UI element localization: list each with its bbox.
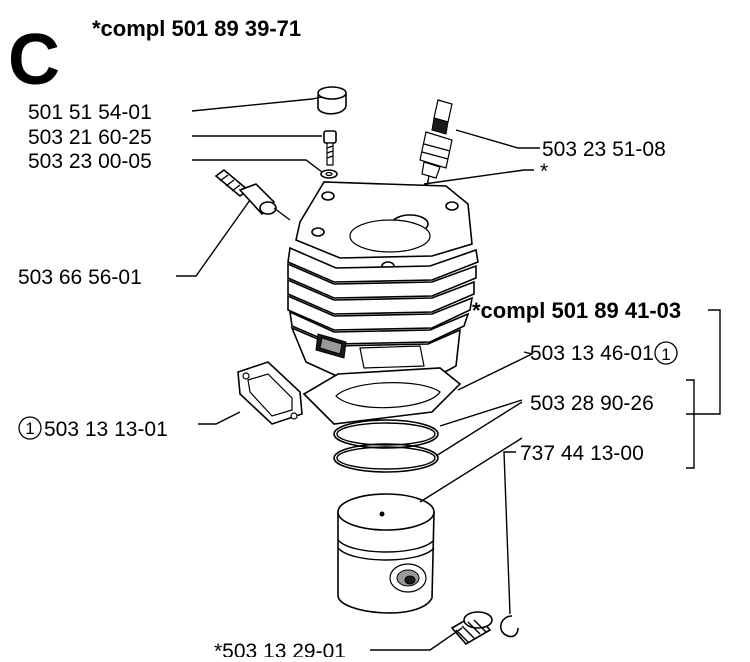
leader-lines: [176, 96, 721, 651]
label-gasket-top: 503 13 46-01: [530, 342, 654, 365]
washer-part: [320, 169, 338, 179]
label-plug-cap: 501 51 54-01: [28, 101, 152, 124]
ref-circle-left: [18, 416, 42, 440]
piston-part: [337, 493, 435, 614]
cylinder-part: [287, 181, 479, 425]
label-screw: 503 21 60-25: [28, 126, 152, 149]
ref-marker-top: 1: [661, 345, 670, 364]
plug-cap-part: [317, 86, 347, 115]
ref-marker-left: 1: [25, 419, 34, 438]
piston-rings-part: [333, 419, 439, 473]
screw-part: [323, 130, 337, 166]
spark-plug-part: [419, 99, 453, 187]
kit-label-cylinder: *compl 501 89 41-03: [472, 298, 681, 323]
label-needle-bearing: *503 13 29-01: [214, 640, 346, 657]
label-spark-plug: 503 23 51-08: [542, 138, 666, 161]
section-letter: C: [8, 20, 60, 100]
label-decomp-valve: 503 66 56-01: [18, 266, 142, 289]
ref-circle-top: [654, 341, 678, 365]
needle-bearing-part: [450, 611, 493, 646]
label-washer: 503 23 00-05: [28, 150, 152, 173]
kit-label-top: *compl 501 89 39-71: [92, 16, 301, 41]
part-labels: 501 51 54-01 503 21 60-25 503 23 00-05 5…: [18, 101, 681, 662]
label-cylinder-star: *: [540, 160, 548, 183]
label-gasket-left: 503 13 13-01: [44, 418, 168, 441]
exhaust-gasket-part: [237, 361, 303, 425]
piston-pin-clip-part: [500, 615, 519, 638]
label-piston-pin-clip: 737 44 13-00: [520, 442, 644, 465]
decomp-valve-part: [214, 168, 291, 221]
label-rings: 503 28 90-26: [530, 392, 654, 415]
